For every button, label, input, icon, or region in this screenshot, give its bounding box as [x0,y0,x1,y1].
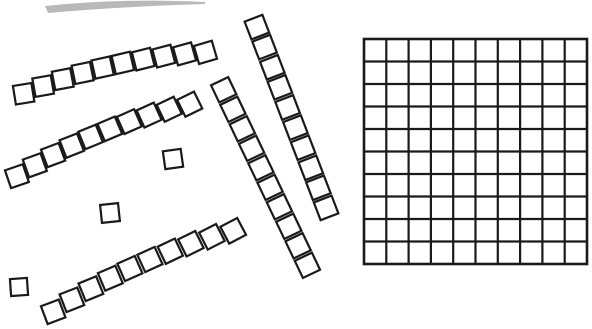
rod-cell [112,52,134,74]
scan-smudge [45,1,205,13]
rod-cell [32,75,54,97]
rod-cell [132,48,155,71]
ten-rod [5,92,202,189]
rod-cell [92,56,114,78]
rod-cell [152,45,175,68]
rod-cell [72,62,94,84]
hundred-flat [364,39,587,264]
unit-cube [100,203,120,223]
rod-cell [173,42,196,65]
rod-cell [194,41,217,64]
rod-cell [41,300,65,324]
rod-cell [13,83,34,104]
unit-cube [10,278,28,296]
unit-cube [163,149,183,169]
ten-rod [41,218,246,324]
rod-cell [52,68,74,90]
ten-rod [245,15,339,220]
